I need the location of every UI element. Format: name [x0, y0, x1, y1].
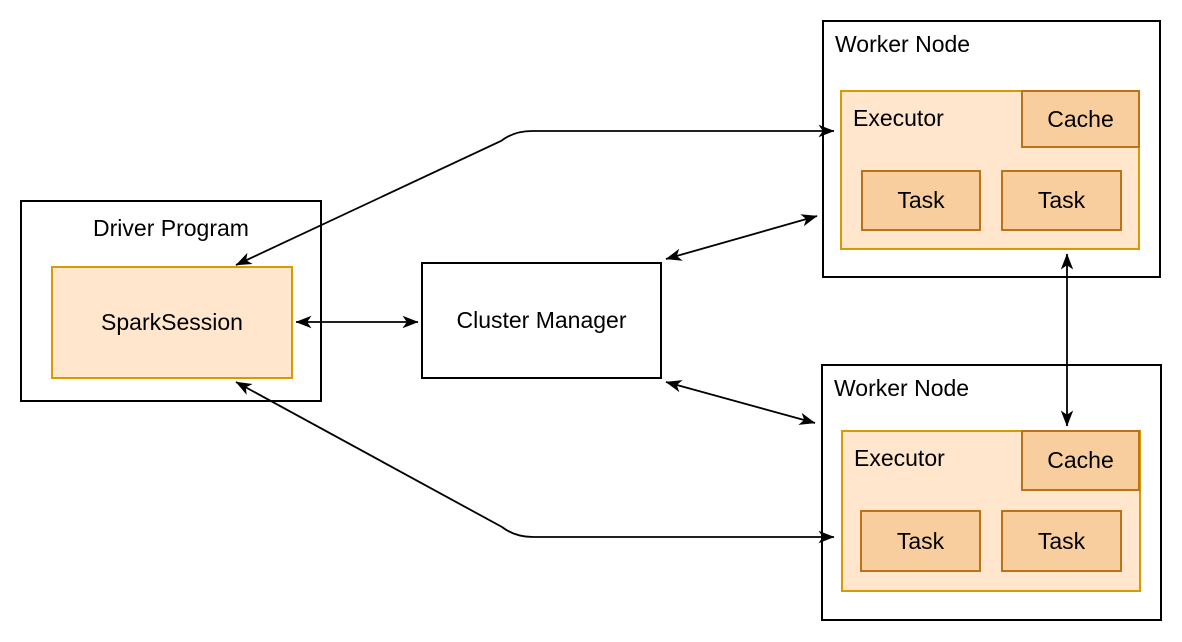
cluster-manager-box: Cluster Manager: [421, 262, 662, 379]
worker-node-bottom-title: Worker Node: [834, 375, 970, 401]
task-bottom-2-box: Task: [1001, 510, 1122, 572]
task-bottom-2-label: Task: [1037, 527, 1086, 554]
spark-session-label: SparkSession: [101, 309, 243, 336]
task-top-1-box: Task: [861, 170, 981, 231]
task-bottom-1-box: Task: [860, 510, 981, 572]
spark-session-box: SparkSession: [51, 266, 293, 379]
cache-bottom-label: Cache: [1047, 447, 1114, 474]
arrow-sparksession-bottom-executor: [235, 381, 835, 544]
driver-program-title: Driver Program: [93, 215, 249, 241]
task-top-1-label: Task: [897, 187, 945, 214]
arrow-cluster-manager-bottom-worker: [665, 380, 816, 425]
task-bottom-1-label: Task: [896, 527, 945, 554]
worker-node-top-title: Worker Node: [835, 31, 971, 57]
task-top-2-box: Task: [1001, 170, 1122, 231]
cache-top-box: Cache: [1021, 90, 1140, 148]
cache-top-label: Cache: [1047, 105, 1114, 132]
executor-bottom-label: Executor: [854, 445, 945, 471]
executor-top-label: Executor: [853, 105, 944, 131]
arrow-cluster-manager-top-worker: [665, 214, 818, 261]
cache-bottom-box: Cache: [1021, 430, 1140, 491]
task-top-2-label: Task: [1037, 187, 1086, 214]
cluster-manager-label: Cluster Manager: [456, 307, 627, 334]
arrow-sparksession-top-executor: [235, 124, 835, 266]
